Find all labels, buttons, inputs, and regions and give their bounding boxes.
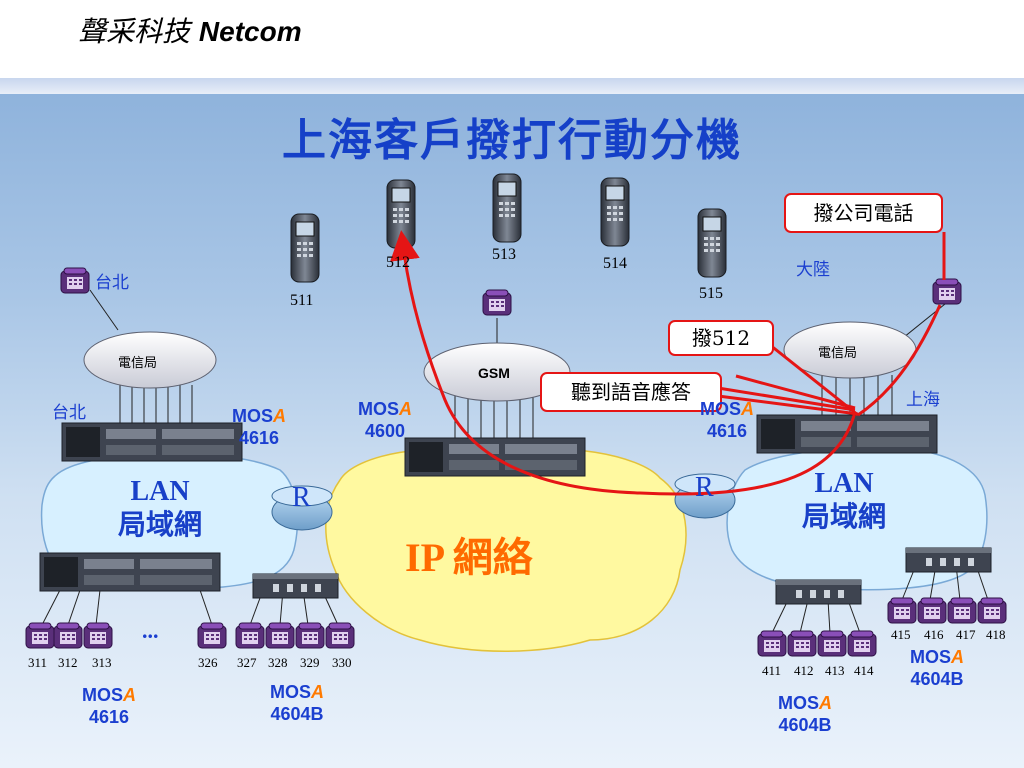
trunk-left bbox=[119, 385, 193, 423]
call-path-voice-2 bbox=[717, 386, 856, 412]
deskphone-313 bbox=[83, 622, 113, 649]
label-shanghai: 上海 bbox=[906, 390, 940, 410]
mos-device-taipei-main bbox=[61, 422, 243, 462]
deskphone-328 bbox=[265, 622, 295, 649]
router-left bbox=[271, 485, 333, 531]
ellipsis: ... bbox=[142, 618, 159, 643]
ext-416: 416 bbox=[924, 627, 944, 642]
ext-312: 312 bbox=[58, 655, 78, 670]
header-band bbox=[0, 78, 1024, 94]
deskphone-418 bbox=[977, 597, 1007, 624]
ext-411: 411 bbox=[762, 663, 782, 678]
mobile-label-513: 513 bbox=[492, 246, 516, 263]
deskphone-416 bbox=[917, 597, 947, 624]
ext-412: 412 bbox=[794, 663, 814, 678]
ext-414: 414 bbox=[854, 663, 874, 678]
call-path-voice-1 bbox=[717, 394, 859, 416]
gsm-label: GSM bbox=[478, 365, 510, 381]
deskphone-413 bbox=[817, 630, 847, 657]
ext-413: 413 bbox=[825, 663, 845, 678]
callout-dial-512: 撥512 bbox=[668, 320, 774, 356]
mobile-label-514: 514 bbox=[603, 255, 627, 272]
ext-327: 327 bbox=[237, 655, 257, 670]
deskphone-taipei bbox=[60, 267, 90, 294]
mobile-512 bbox=[386, 179, 416, 249]
mos-device-taipei-bottom-right bbox=[252, 573, 339, 599]
ext-415: 415 bbox=[891, 627, 911, 642]
mobile-label-512: 512 bbox=[386, 254, 410, 271]
mobile-label-511: 511 bbox=[290, 292, 314, 309]
ip-network-label: IP 網絡 bbox=[405, 535, 533, 580]
ext-328: 328 bbox=[268, 655, 288, 670]
call-path-main bbox=[390, 230, 857, 496]
deskphone-312 bbox=[53, 622, 83, 649]
deskphone-gsm bbox=[482, 289, 512, 316]
mobile-515 bbox=[697, 208, 727, 278]
ext-417: 417 bbox=[956, 627, 976, 642]
deskphone-417 bbox=[947, 597, 977, 624]
header-bar bbox=[0, 0, 1024, 78]
callout-hear-voice: 聽到語音應答 bbox=[540, 372, 722, 412]
ext-313: 313 bbox=[92, 655, 112, 670]
ext-418: 418 bbox=[986, 627, 1006, 642]
mos-device-shanghai-bottom-left bbox=[775, 579, 862, 605]
call-path-from-mainland bbox=[857, 304, 942, 417]
mobile-511 bbox=[290, 213, 320, 283]
ext-330: 330 bbox=[332, 655, 352, 670]
deskphone-330 bbox=[325, 622, 355, 649]
telecom-label-shanghai: 電信局 bbox=[818, 346, 858, 361]
label-taipei: 台北 bbox=[52, 403, 86, 423]
deskphone-329 bbox=[295, 622, 325, 649]
deskphone-mainland bbox=[932, 278, 962, 305]
router-label-left: R bbox=[292, 482, 311, 513]
ext-311: 311 bbox=[28, 655, 48, 670]
deskphone-326 bbox=[197, 622, 227, 649]
mobile-513 bbox=[492, 173, 522, 243]
deskphone-415 bbox=[887, 597, 917, 624]
brand-en: Netcom bbox=[198, 16, 302, 47]
ext-329: 329 bbox=[300, 655, 320, 670]
deskphone-412 bbox=[787, 630, 817, 657]
mobile-label-515: 515 bbox=[699, 285, 723, 302]
mobile-514 bbox=[600, 177, 630, 247]
mos-device-shanghai-bottom-right bbox=[905, 547, 992, 573]
label-mainland: 大陸 bbox=[796, 260, 830, 280]
deskphone-411 bbox=[757, 630, 787, 657]
ext-326: 326 bbox=[198, 655, 218, 670]
label-taipei-top: 台北 bbox=[95, 273, 129, 293]
router-label-right: R bbox=[695, 472, 714, 503]
mos-device-taipei-bottom-left bbox=[39, 552, 221, 592]
deskphone-311 bbox=[25, 622, 55, 649]
brand: 聲采科技 Netcom bbox=[78, 10, 302, 50]
telecom-oval-taipei bbox=[83, 331, 217, 389]
callout-dial-company: 撥公司電話 bbox=[784, 193, 943, 233]
call-path-voice-3 bbox=[735, 374, 856, 410]
page-title: 上海客戶撥打行動分機 bbox=[282, 115, 742, 166]
telecom-label-taipei: 電信局 bbox=[118, 356, 158, 371]
deskphone-414 bbox=[847, 630, 877, 657]
brand-cn: 聲采科技 bbox=[78, 15, 191, 48]
deskphone-327 bbox=[235, 622, 265, 649]
